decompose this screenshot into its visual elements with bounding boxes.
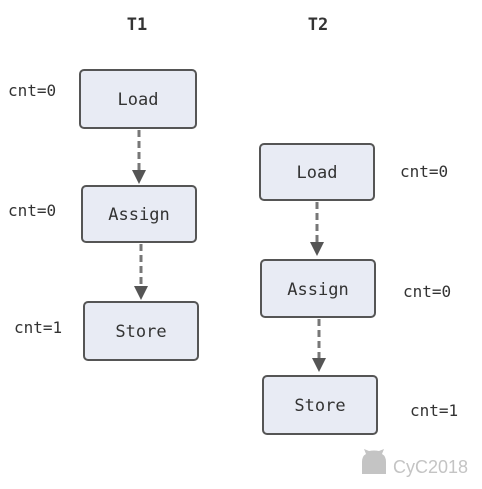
t2-load-box: [259, 143, 375, 201]
thread-t1-title: T1: [127, 15, 147, 35]
t2-arrow-1-head: [310, 242, 324, 256]
watermark: CyC2018: [362, 449, 468, 477]
t1-assign-box: [81, 185, 197, 243]
thread-t2-title: T2: [308, 15, 328, 35]
t2-assign-label: Assign: [287, 280, 348, 300]
t1-store-box: [83, 301, 199, 361]
t1-arrow-2-head: [134, 286, 148, 300]
watermark-text: CyC2018: [393, 457, 468, 477]
t2-store-box: [262, 375, 378, 435]
t1-store-label: Store: [115, 322, 166, 342]
t1-assign-cnt: cnt=0: [8, 201, 56, 220]
t1-load-label: Load: [118, 90, 159, 110]
t2-assign-box: [260, 259, 376, 318]
t1-arrow-1-head: [132, 170, 146, 184]
t1-store-cnt: cnt=1: [14, 318, 62, 337]
t2-load-cnt: cnt=0: [400, 162, 448, 181]
t1-assign-label: Assign: [108, 205, 169, 225]
t2-assign-cnt: cnt=0: [403, 282, 451, 301]
t2-store-label: Store: [294, 396, 345, 416]
t2-load-label: Load: [297, 163, 338, 183]
t2-arrow-2-head: [312, 358, 326, 372]
t1-load-cnt: cnt=0: [8, 81, 56, 100]
thread-t2-column: Load cnt=0 Assign cnt=0 Store cnt=1: [259, 143, 458, 435]
t1-load-box: [79, 69, 197, 129]
github-octocat-icon: [362, 449, 386, 474]
t2-store-cnt: cnt=1: [410, 401, 458, 420]
thread-t1-column: Load cnt=0 Assign cnt=0 Store cnt=1: [8, 69, 199, 361]
